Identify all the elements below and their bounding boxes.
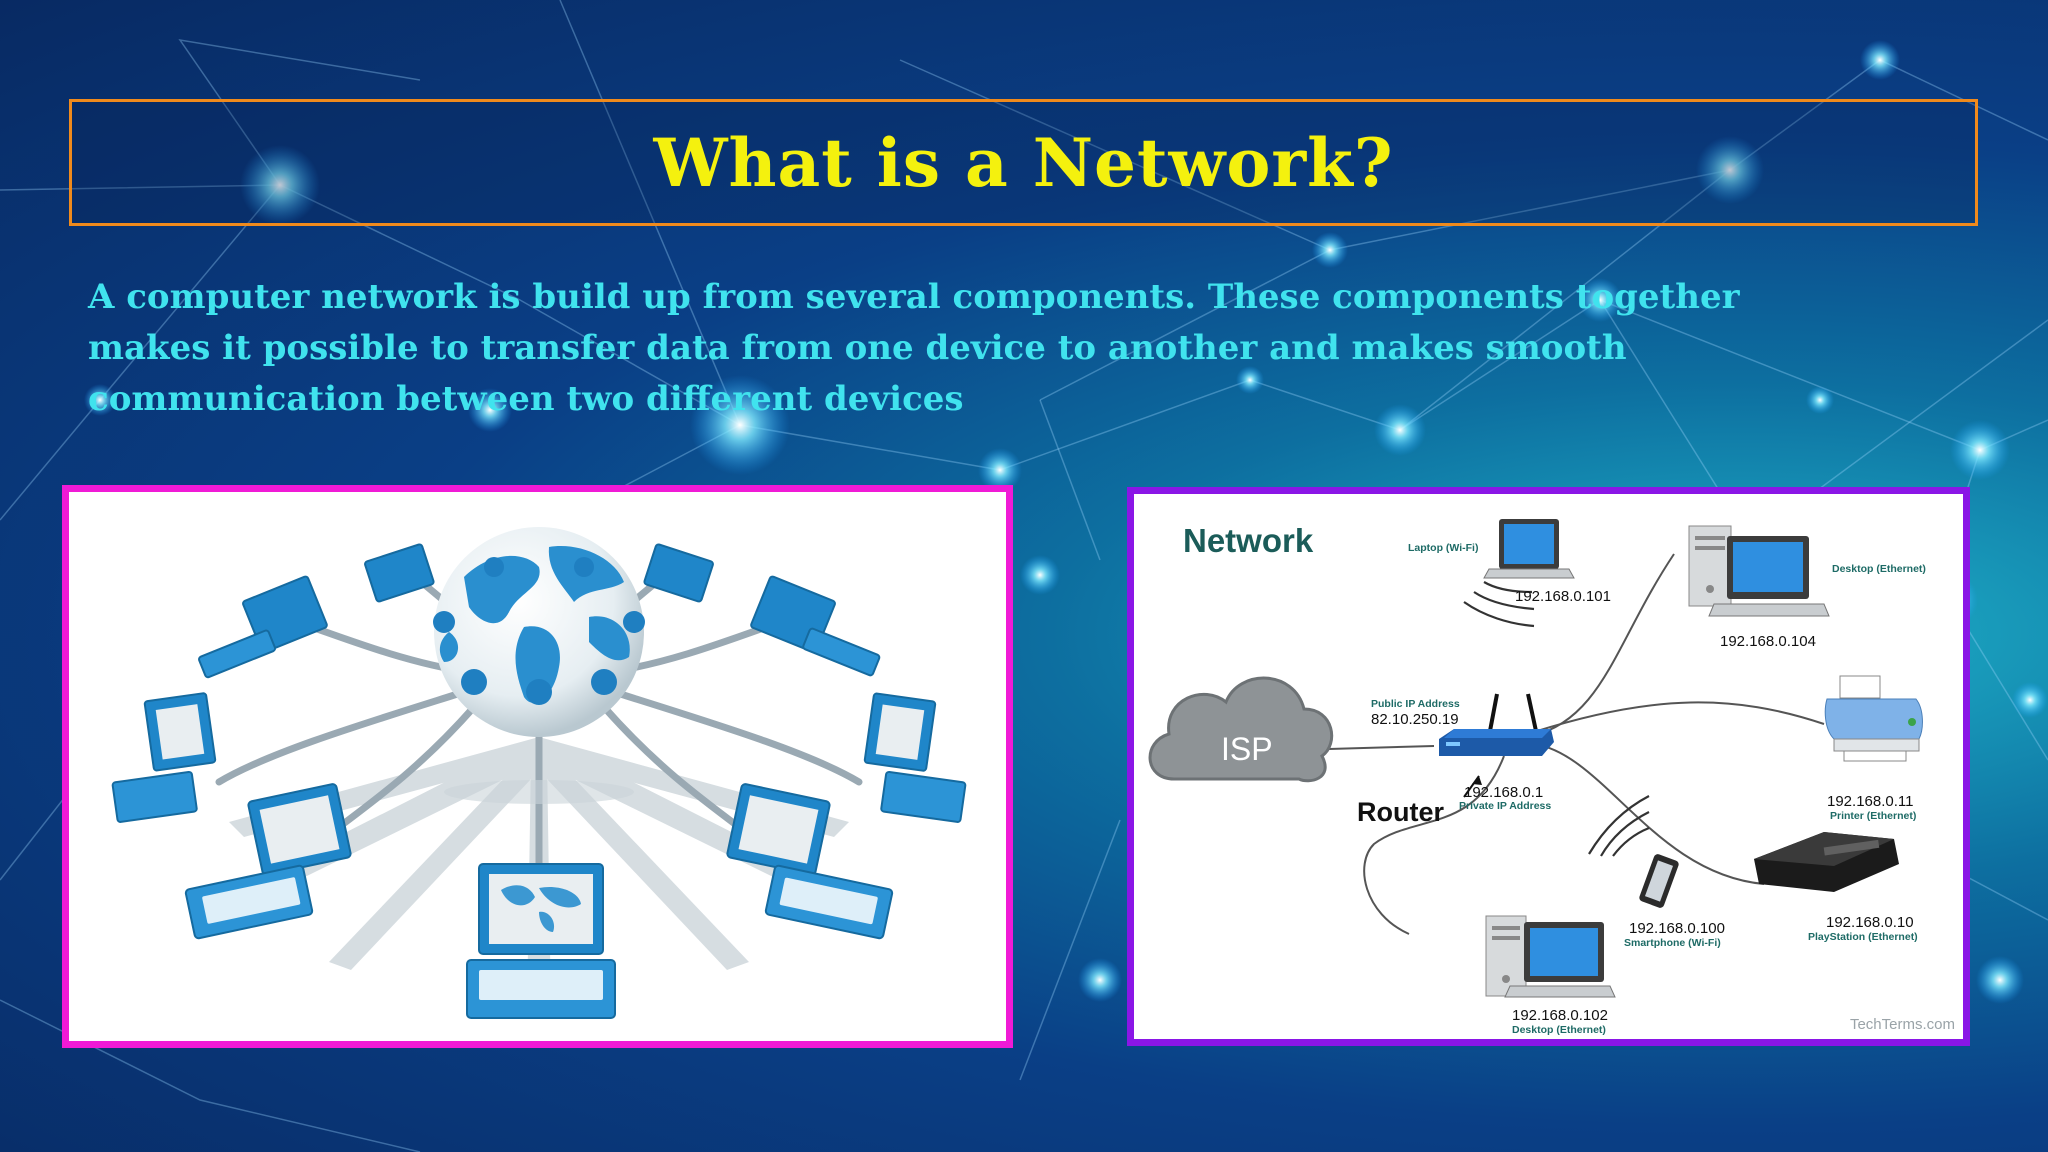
game-console-icon: [1754, 832, 1899, 892]
router-to-desktop-top-line: [1528, 553, 1675, 738]
laptop-icon: [1483, 519, 1575, 579]
slide-body-text: A computer network is build up from seve…: [88, 277, 1740, 419]
router-ip-value: 192.168.0.1: [1464, 784, 1544, 801]
smartphone-label: Smartphone (Wi-Fi): [1624, 937, 1721, 949]
globe-icon: [433, 527, 645, 804]
desktop-icon: [1485, 915, 1616, 998]
printer-label: Printer (Ethernet): [1830, 810, 1917, 822]
desktop-icon: [1688, 525, 1830, 617]
laptop-ip: 192.168.0.101: [1515, 588, 1611, 605]
smartphone-icon: [1639, 854, 1679, 908]
router-to-playstation-line: [1533, 743, 1765, 885]
slide-title: What is a Network?: [653, 123, 1394, 202]
router-to-desktop-bottom-line: [1363, 755, 1505, 935]
network-diagram: Network ISP Public IP Address 82.10.250.…: [1127, 487, 1970, 1046]
isp-to-router-line: [1328, 745, 1435, 750]
router-icon: [1439, 693, 1554, 756]
diagram-title: Network: [1183, 522, 1314, 559]
public-ip-label: Public IP Address: [1371, 698, 1460, 710]
router-to-printer-line: [1533, 701, 1825, 733]
desktop-bottom-label: Desktop (Ethernet): [1512, 1024, 1606, 1036]
image-credit: TechTerms.com: [1849, 1016, 1955, 1033]
cloud-icon: [1148, 676, 1334, 783]
wifi-waves-icon: [1588, 795, 1650, 857]
printer-ip: 192.168.0.11: [1827, 793, 1914, 810]
public-ip-value: 82.10.250.19: [1371, 711, 1459, 728]
network-diagram-graphic: [1148, 519, 1923, 998]
playstation-ip: 192.168.0.10: [1826, 914, 1914, 931]
wifi-waves-icon: [1463, 581, 1535, 628]
laptop-label: Laptop (Wi-Fi): [1408, 542, 1479, 554]
router-label: Router: [1357, 797, 1444, 827]
playstation-label: PlayStation (Ethernet): [1808, 931, 1918, 943]
router-ip-label: Private IP Address: [1459, 800, 1552, 812]
desktop-top-label: Desktop (Ethernet): [1832, 563, 1926, 575]
desktop-top-ip: 192.168.0.104: [1720, 633, 1816, 650]
desktop-bottom-ip: 192.168.0.102: [1512, 1007, 1608, 1024]
printer-icon: [1824, 675, 1923, 762]
isp-label: ISP: [1221, 731, 1273, 767]
smartphone-ip: 192.168.0.100: [1629, 920, 1725, 937]
title-box: What is a Network?: [69, 99, 1978, 226]
globe-network-image: [62, 485, 1013, 1048]
globe-laptops-illustration: [111, 527, 967, 1019]
